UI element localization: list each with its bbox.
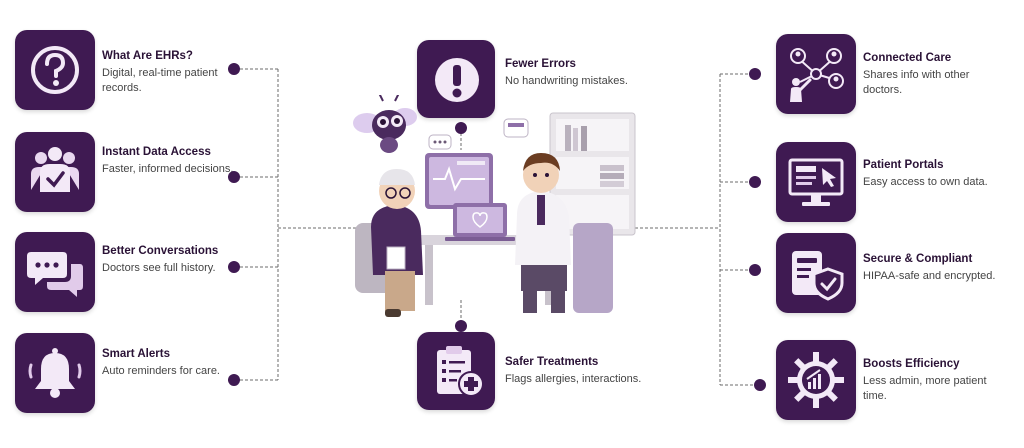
- item-title: Safer Treatments: [505, 356, 599, 368]
- item-description: Easy access to own data.: [863, 176, 988, 188]
- bell-icon: [15, 333, 95, 413]
- group-check-icon: [15, 132, 95, 212]
- connector-dot: [749, 176, 761, 188]
- item-description: Auto reminders for care.: [102, 365, 220, 377]
- connector-dot: [455, 122, 467, 134]
- connector-dot: [754, 379, 766, 391]
- item-description: Flags allergies, interactions.: [505, 373, 642, 385]
- item-title: Boosts Efficiency: [863, 358, 960, 370]
- calendar-bubble-illustration: [503, 118, 529, 138]
- monitor-cursor-icon: [776, 142, 856, 222]
- connector-dot: [749, 68, 761, 80]
- doctor-illustration: [515, 153, 613, 313]
- connector-dot: [455, 320, 467, 332]
- item-description: Faster, informed decisions.: [102, 163, 234, 175]
- elderly-patient-illustration: [355, 169, 423, 317]
- item-title: Smart Alerts: [102, 348, 170, 360]
- shield-check-icon: [776, 233, 856, 313]
- connector-dot: [228, 171, 240, 183]
- connector-dot: [228, 261, 240, 273]
- item-title: Instant Data Access: [102, 146, 211, 158]
- network-icon: [776, 34, 856, 114]
- item-title: What Are EHRs?: [102, 50, 193, 62]
- exclamation-icon: [417, 40, 495, 118]
- doctor-patient-illustration: [353, 95, 636, 317]
- clipboard-plus-icon: [417, 332, 495, 410]
- bee-mascot-illustration: [353, 95, 417, 153]
- item-title: Better Conversations: [102, 245, 219, 257]
- item-description: Digital, real-time patient records.: [102, 67, 218, 94]
- question-icon: [15, 30, 95, 110]
- item-title: Patient Portals: [863, 159, 944, 171]
- item-description: HIPAA-safe and encrypted.: [863, 270, 996, 282]
- gear-chart-icon: [776, 340, 856, 420]
- connector-dot: [228, 63, 240, 75]
- item-title: Connected Care: [863, 52, 952, 64]
- item-description: No handwriting mistakes.: [505, 75, 628, 87]
- laptop-illustration: [445, 203, 515, 241]
- item-description: Doctors see full history.: [102, 262, 216, 274]
- item-description: Less admin, more patient time.: [863, 375, 987, 402]
- item-title: Secure & Compliant: [863, 253, 973, 265]
- connector-dot: [228, 374, 240, 386]
- chat-bubbles-icon: [15, 232, 95, 312]
- item-description: Shares info with other doctors.: [863, 69, 970, 96]
- item-title: Fewer Errors: [505, 58, 576, 70]
- connector-dot: [749, 264, 761, 276]
